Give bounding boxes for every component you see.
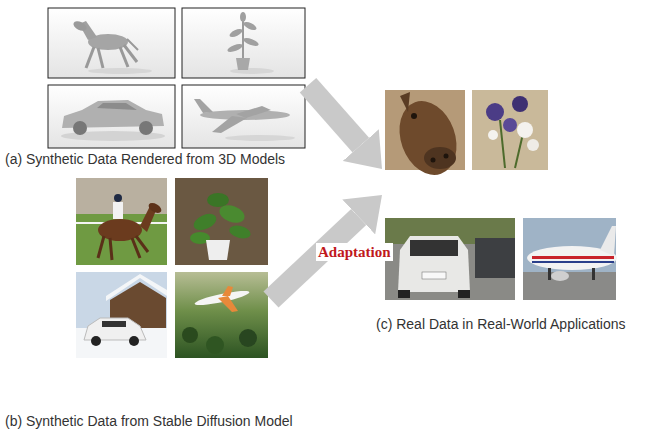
real-car <box>422 272 446 279</box>
panel-caption: (b) Synthetic Data from Stable Diffusion… <box>5 413 293 430</box>
generated-car <box>76 272 167 358</box>
real-car <box>398 290 410 298</box>
generated-plane <box>182 327 198 343</box>
real-horse-face <box>390 93 467 183</box>
generated-car <box>76 272 167 358</box>
render-horse <box>127 39 138 50</box>
render-plant <box>240 12 246 22</box>
render-plane <box>194 99 213 113</box>
render-horse <box>86 47 94 68</box>
real-flowers <box>472 90 548 170</box>
real-car <box>410 240 458 256</box>
generated-plant <box>206 240 230 260</box>
render-horse <box>88 68 152 74</box>
real-plane <box>523 218 616 300</box>
real-plane <box>592 268 595 280</box>
render-plane <box>182 85 305 148</box>
generated-horse <box>136 236 148 252</box>
generated-horse <box>98 236 104 258</box>
image-panel: (a) Synthetic Data Rendered from 3D Mode… <box>45 5 308 151</box>
render-plane <box>182 85 305 148</box>
real-plane <box>551 271 569 281</box>
generated-car <box>129 336 139 346</box>
render-car <box>97 103 137 110</box>
generated-horse <box>76 178 167 265</box>
real-car <box>385 218 515 300</box>
render-plant <box>226 42 243 53</box>
panel-caption: (a) Synthetic Data Rendered from 3D Mode… <box>5 151 285 168</box>
generated-car <box>84 318 146 340</box>
render-horse <box>48 8 175 78</box>
generated-plane <box>222 286 233 296</box>
render-plane <box>225 135 295 141</box>
generated-car <box>106 274 167 301</box>
generated-car <box>91 336 101 346</box>
real-flowers <box>512 96 528 112</box>
generated-plant <box>175 178 268 265</box>
real-plane <box>523 272 616 300</box>
render-plant <box>242 36 259 47</box>
generated-plant <box>191 211 219 234</box>
render-plant <box>230 68 274 74</box>
real-plane <box>523 218 617 300</box>
render-plant <box>182 8 305 78</box>
real-horse-face <box>431 158 436 163</box>
render-horse <box>98 48 103 68</box>
generated-plane <box>206 336 224 354</box>
generated-plane <box>218 296 238 312</box>
generated-horse <box>113 202 123 219</box>
generated-car <box>102 321 126 327</box>
generated-horse <box>76 178 167 265</box>
render-plant <box>236 58 250 70</box>
render-plant <box>182 8 305 78</box>
generated-plane <box>175 272 268 358</box>
real-horse-face <box>411 113 417 119</box>
real-flowers <box>503 118 517 132</box>
real-flowers <box>486 103 504 121</box>
render-plane <box>212 116 247 133</box>
real-horse-face <box>385 90 466 183</box>
image-panel: (b) Synthetic Data from Stable Diffusion… <box>73 175 271 361</box>
real-car <box>475 238 515 278</box>
generated-plant <box>228 223 252 240</box>
render-plane <box>236 106 271 118</box>
render-car <box>48 85 175 148</box>
render-horse <box>48 8 175 78</box>
render-car <box>48 85 175 148</box>
real-plane <box>600 226 616 256</box>
real-plane <box>548 268 551 280</box>
real-car <box>458 290 470 298</box>
real-car <box>385 218 515 300</box>
real-flowers <box>472 90 548 170</box>
generated-plane <box>239 329 257 347</box>
generated-plane <box>175 272 268 358</box>
generated-plant <box>175 178 268 265</box>
render-car <box>73 121 87 135</box>
real-plane <box>532 256 614 259</box>
generated-horse <box>110 238 112 260</box>
generated-horse <box>147 201 163 215</box>
real-flowers <box>517 122 533 138</box>
real-flowers <box>488 130 498 140</box>
real-plane <box>532 261 614 263</box>
panel-caption: (c) Real Data in Real-World Applications <box>376 316 626 333</box>
render-plant <box>242 20 257 31</box>
method-label: Adaptation <box>316 243 393 261</box>
real-horse-face <box>444 154 449 159</box>
generated-horse <box>114 194 122 202</box>
render-horse <box>72 19 88 32</box>
generated-plant <box>207 193 229 207</box>
real-car <box>398 236 470 292</box>
real-horse-face <box>400 92 410 112</box>
render-car <box>139 121 153 135</box>
real-horse-face <box>424 147 456 169</box>
render-plant <box>228 27 243 38</box>
real-flowers <box>527 139 539 151</box>
adaptation-arrow <box>308 85 361 145</box>
image-panel: (c) Real Data in Real-World Applications <box>382 87 619 303</box>
